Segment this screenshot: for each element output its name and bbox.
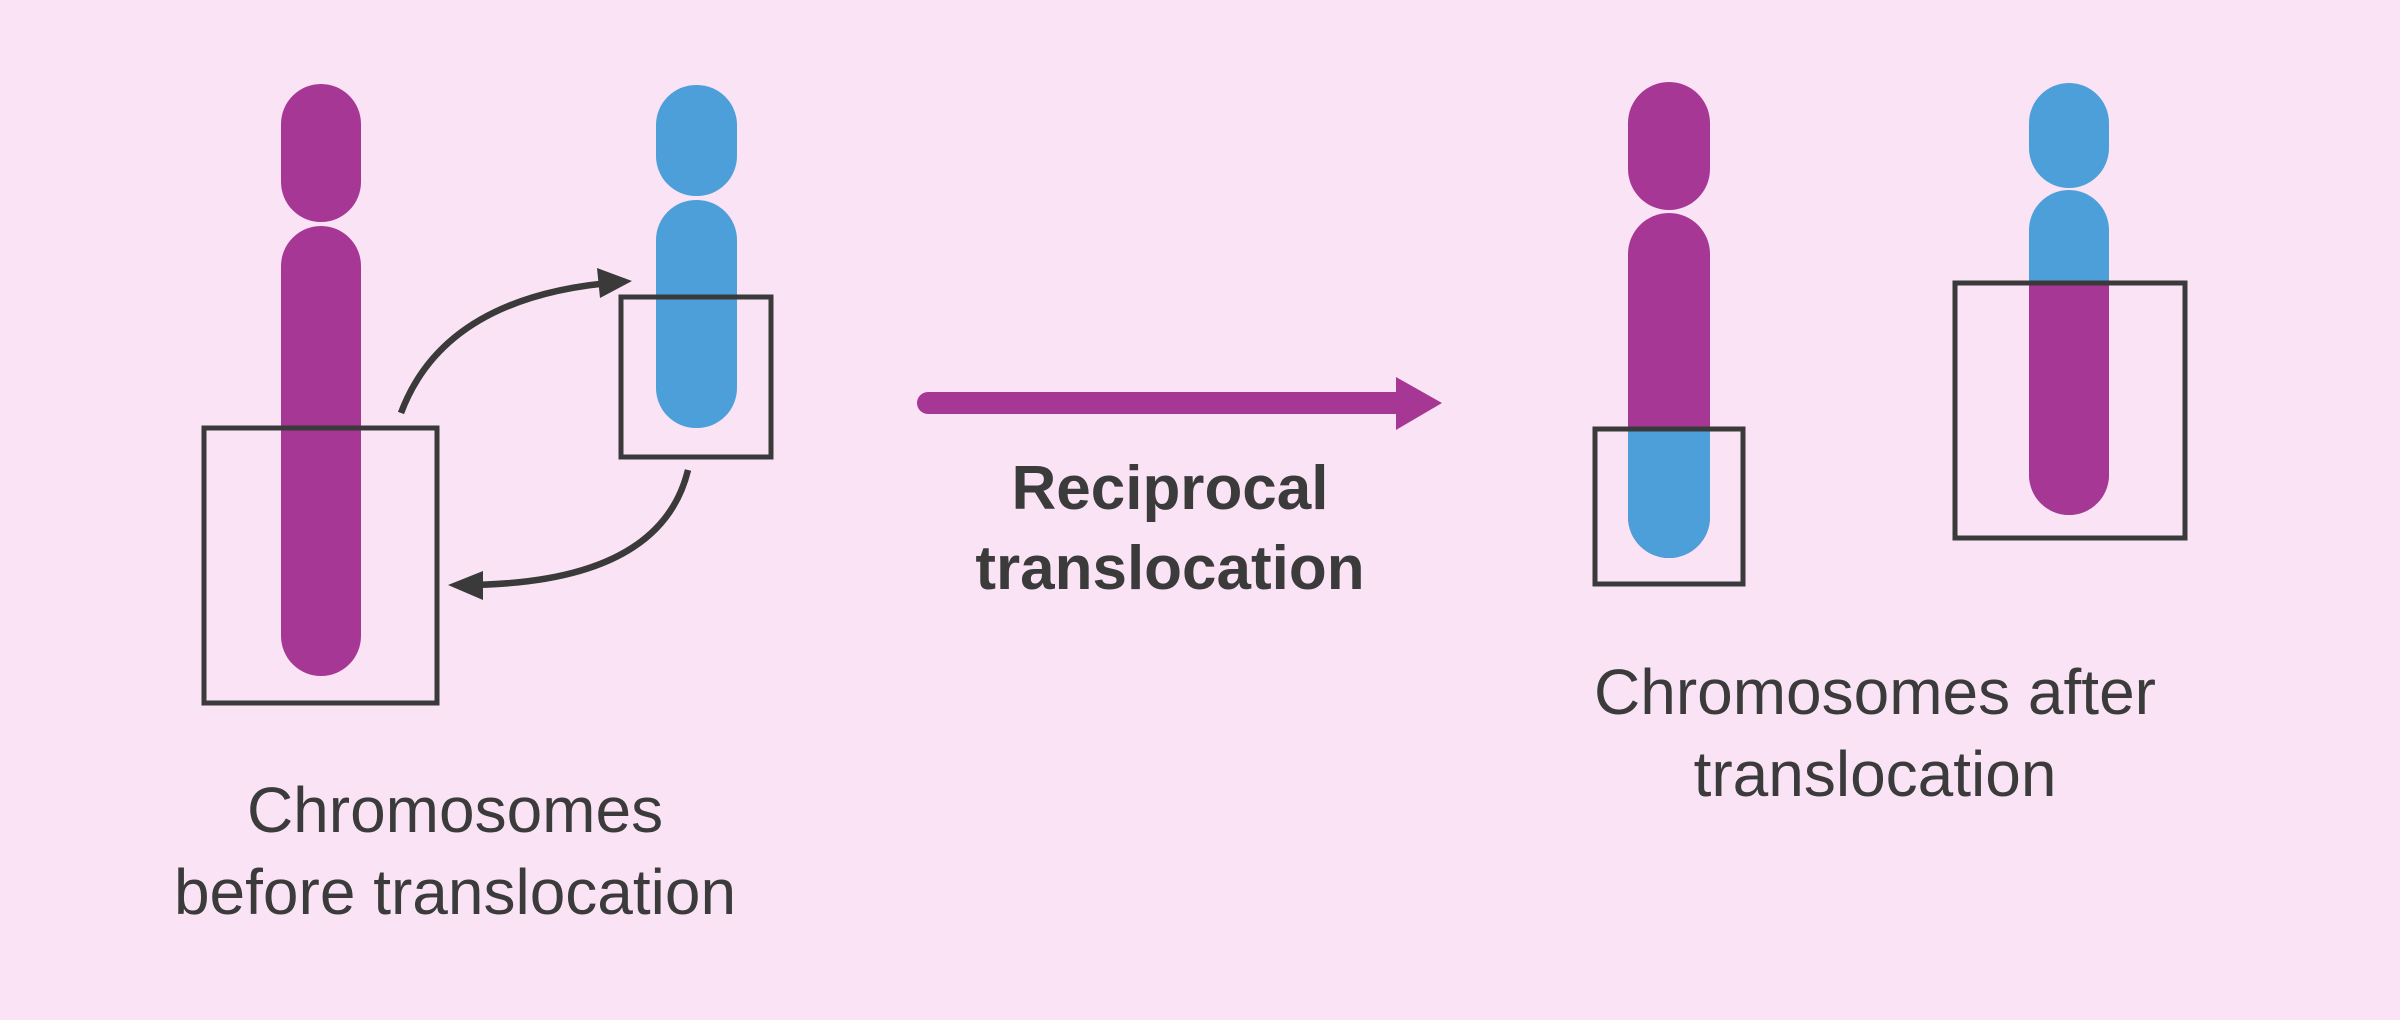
chromosome-short-arm	[656, 85, 737, 196]
label-chromosomes-after: Chromosomes after translocation	[1594, 651, 2156, 815]
label-line: translocation	[1693, 738, 2057, 810]
chromosome-before-magenta	[281, 84, 361, 676]
chromosome-short-arm	[281, 84, 361, 222]
label-line: translocation	[975, 534, 1365, 603]
chromosome-long-arm	[281, 226, 361, 676]
translocated-magenta-segment	[2029, 283, 2109, 515]
chromosome-short-arm	[1628, 82, 1710, 210]
process-arrow-icon	[917, 377, 1442, 430]
segment-box-before-magenta	[201, 425, 440, 706]
label-line: Chromosomes	[246, 774, 664, 846]
segment-box-after-magenta	[1952, 280, 2188, 541]
swap-arrow-up-head	[597, 268, 632, 298]
swap-arrow-up-curve	[397, 278, 621, 415]
chromosome-before-blue	[656, 85, 737, 428]
chromosome-after-magenta-with-blue-tip	[1628, 82, 1710, 558]
segment-box-after-blue	[1592, 426, 1746, 587]
label-line: Chromosomes after	[1594, 656, 2156, 728]
label-reciprocal-translocation: Reciprocal translocation	[975, 449, 1364, 609]
label-line: Reciprocal	[1011, 454, 1329, 523]
swap-arrow-down-icon	[448, 469, 692, 600]
label-chromosomes-before: Chromosomes before translocation	[174, 769, 736, 933]
segment-box-before-blue	[618, 294, 774, 460]
label-line: before translocation	[173, 856, 737, 928]
chromosome-after-blue-with-magenta-segment	[2029, 83, 2109, 515]
swap-arrow-down-head	[448, 571, 483, 600]
swap-arrow-down-curve	[461, 469, 692, 589]
swap-arrow-up-icon	[397, 268, 632, 415]
chromosome-short-arm	[2029, 83, 2109, 188]
chromosome-long-arm	[656, 200, 737, 428]
translocated-blue-segment	[1628, 429, 1710, 558]
